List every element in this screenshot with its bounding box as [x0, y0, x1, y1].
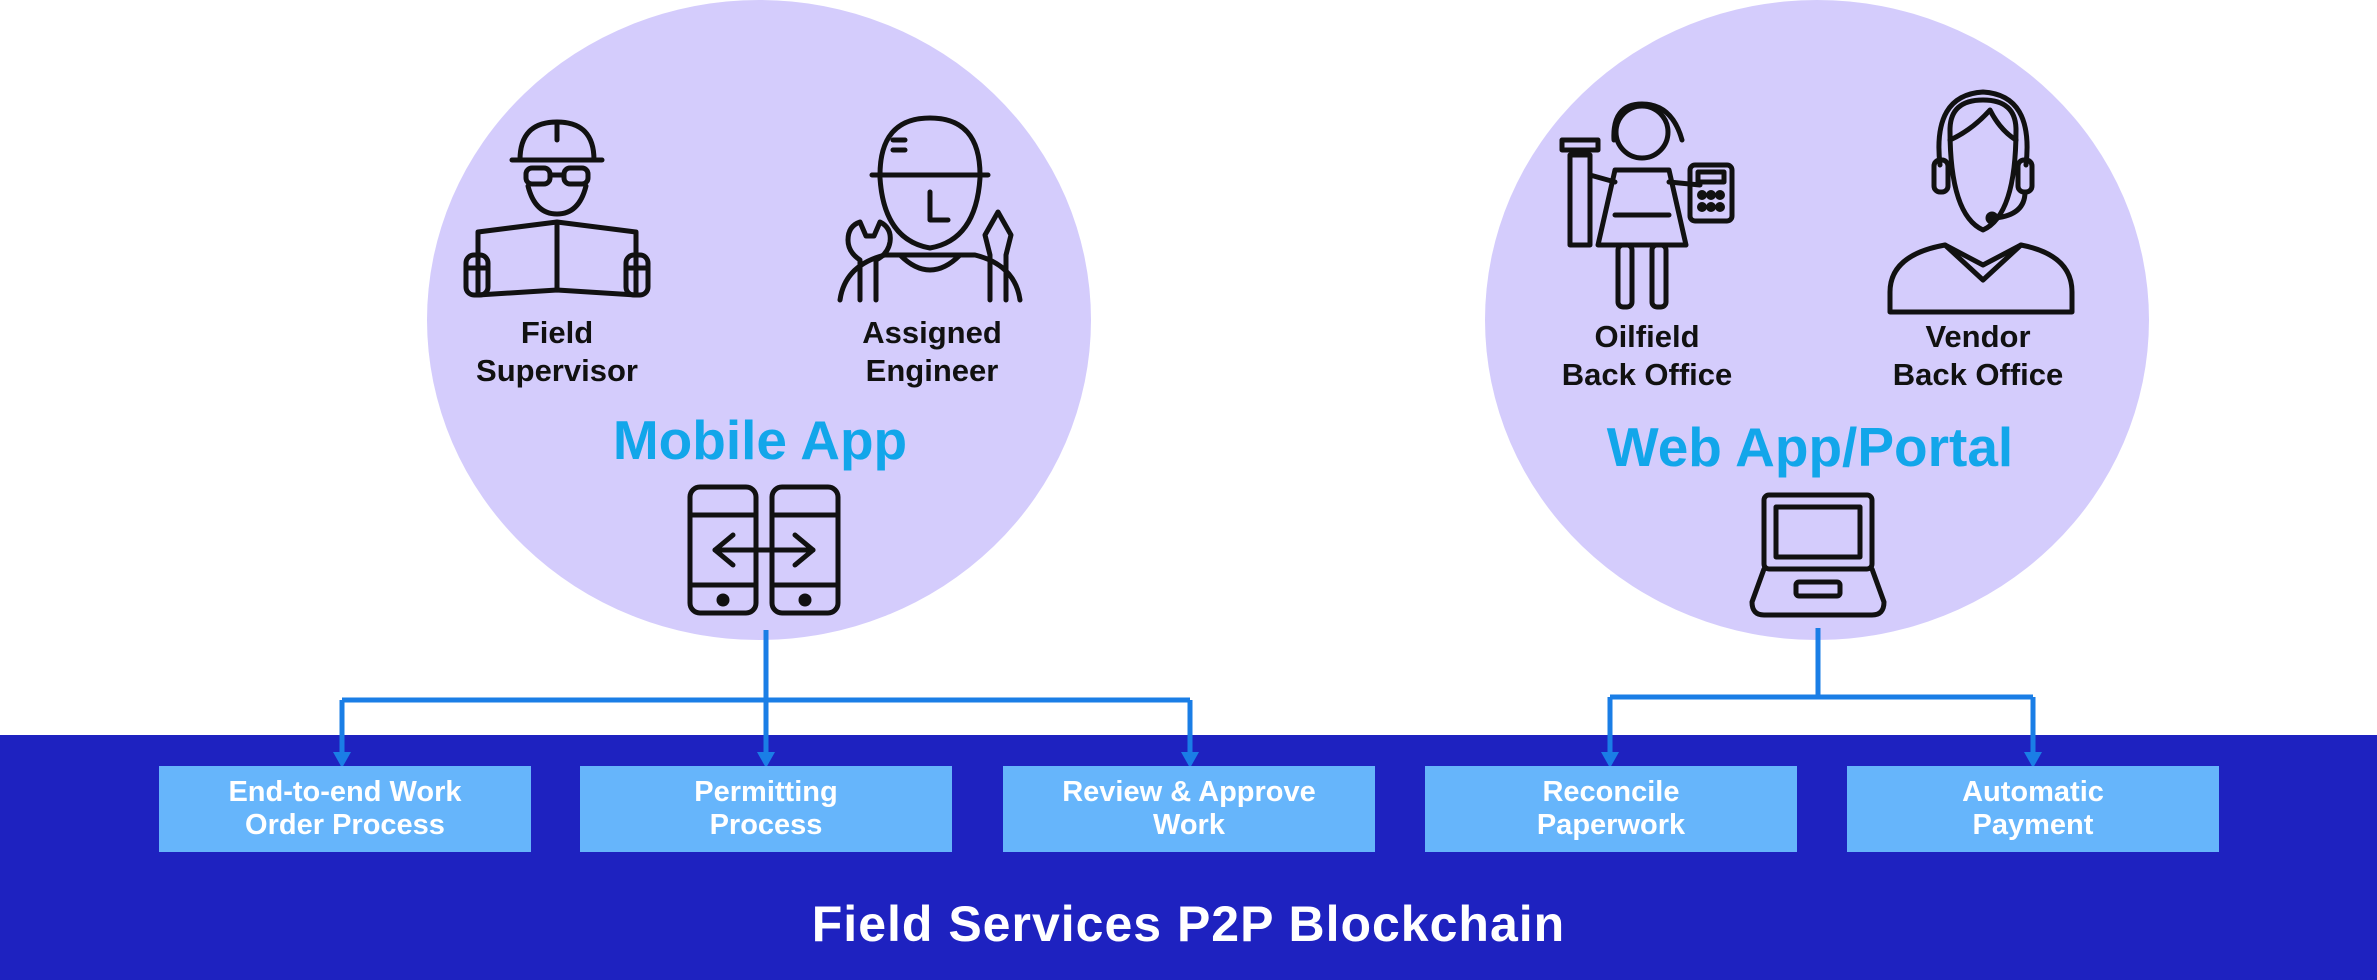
blockchain-label: Field Services P2P Blockchain — [811, 896, 1566, 952]
role-assigned-engineer: Assigned Engineer — [862, 315, 1002, 388]
engineer-icon — [837, 115, 1023, 303]
role-vendor-back-office: Vendor Back Office — [1892, 319, 2064, 392]
process-automatic-payment: Automatic Payment — [1847, 766, 2219, 852]
back-office-woman-icon — [1559, 101, 1735, 310]
web-connector-lines — [1607, 628, 2036, 762]
process-permitting: Permitting Process — [580, 766, 952, 852]
process-reconcile-paperwork: Reconcile Paperwork — [1425, 766, 1797, 852]
mobile-sync-icon — [687, 484, 841, 616]
supervisor-icon — [463, 119, 651, 298]
mobile-connector-lines — [339, 630, 1193, 762]
web-connector-arrows — [1601, 752, 2042, 768]
process-end-to-end-work-order: End-to-end Work Order Process — [159, 766, 531, 852]
process-review-approve-work: Review & Approve Work — [1003, 766, 1375, 852]
laptop-icon — [1749, 492, 1887, 618]
mobile-app-circle — [427, 0, 1091, 640]
web-app-circle — [1485, 0, 2149, 640]
role-oilfield-back-office: Oilfield Back Office — [1561, 319, 1733, 392]
role-field-supervisor: Field Supervisor — [476, 315, 638, 388]
web-app-title: Web App/Portal — [1606, 416, 2014, 478]
mobile-app-title: Mobile App — [612, 409, 908, 471]
mobile-connector-arrows — [333, 752, 1199, 768]
headset-agent-icon — [1887, 89, 2075, 315]
